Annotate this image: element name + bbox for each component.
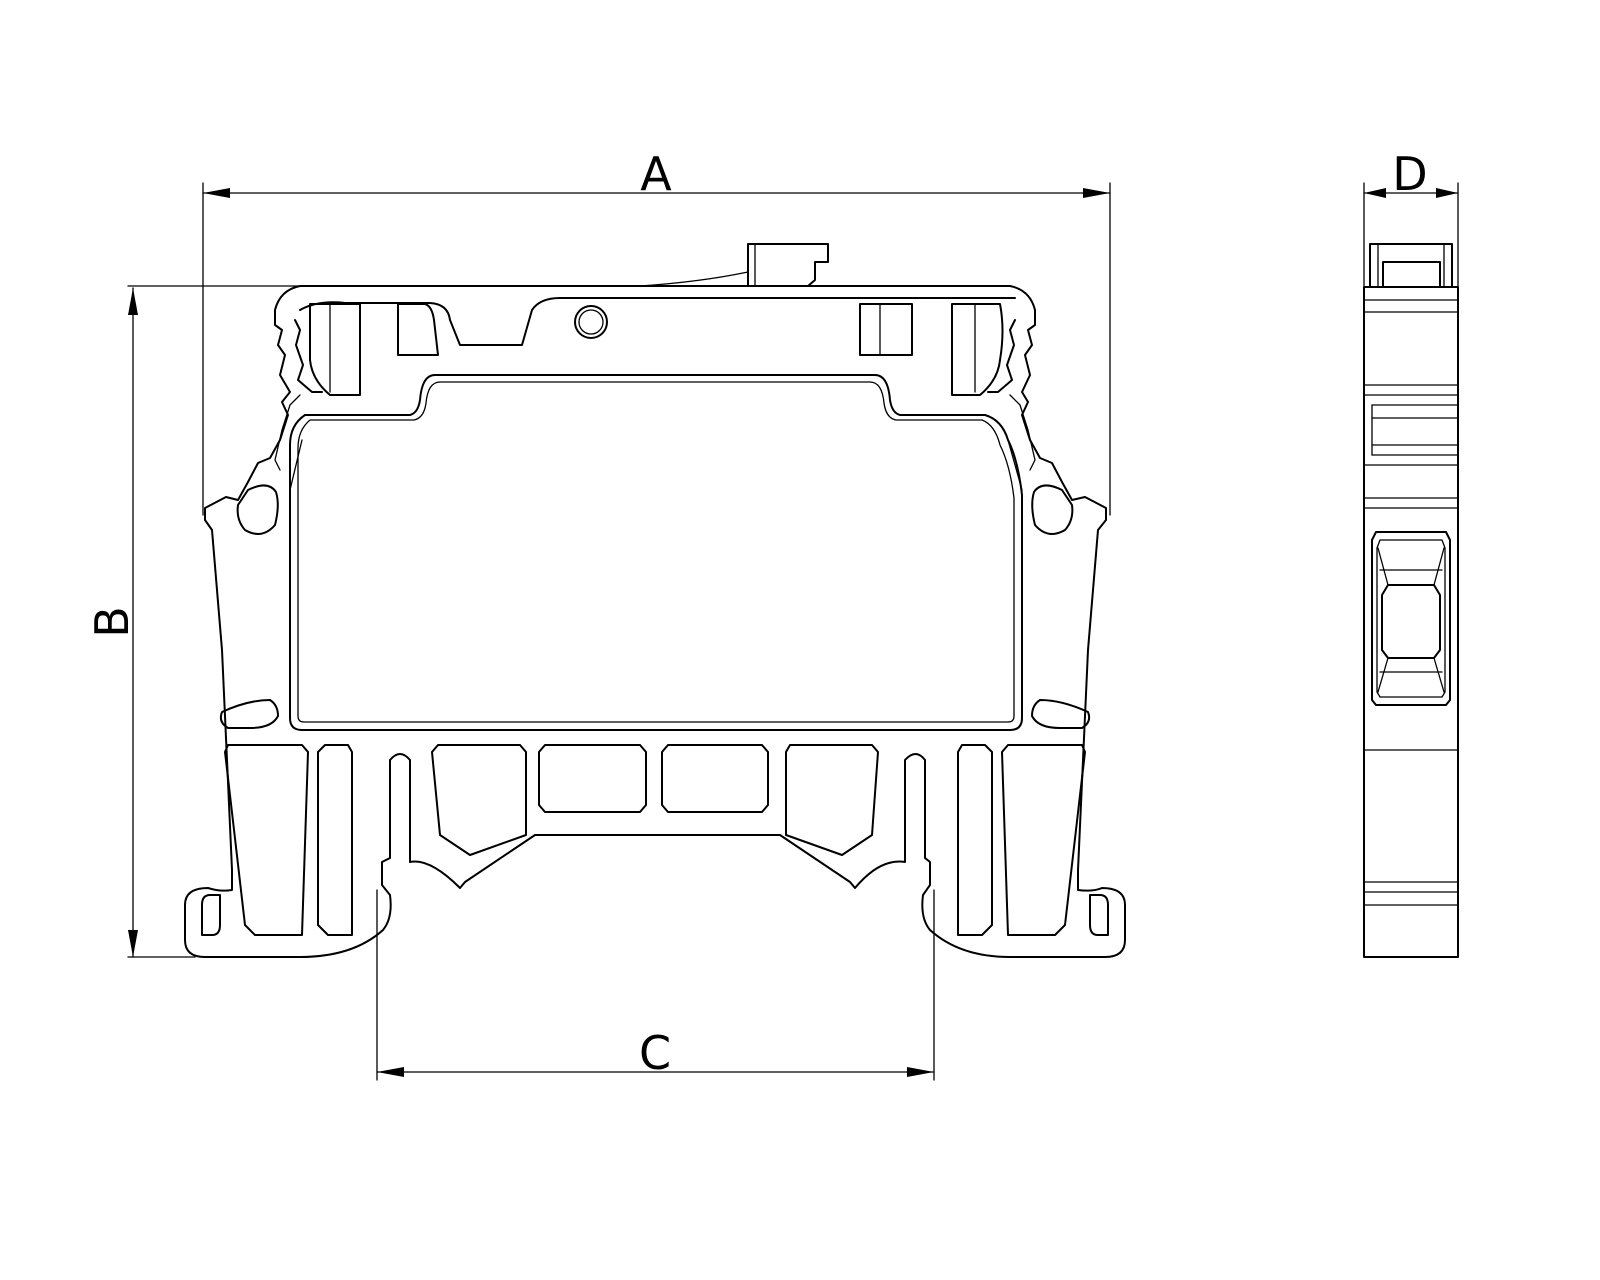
dimension-d-label: D	[1392, 147, 1427, 201]
dimension-d: D	[1363, 147, 1459, 291]
dimension-c-arrow-right	[907, 1067, 934, 1077]
right-upper-edge	[1009, 394, 1036, 471]
left-upper-edge	[274, 394, 301, 471]
side-oval-left-lower	[219, 699, 279, 729]
front-view	[184, 243, 1126, 958]
side-oval-right-upper	[1031, 484, 1074, 535]
release-tab	[747, 243, 829, 287]
dimension-a-arrow-left	[203, 188, 230, 198]
cavity-bottom-3	[431, 744, 527, 856]
dimension-a-label: A	[640, 147, 672, 201]
dimension-b-arrow-top	[128, 288, 138, 315]
window-chamfer-right	[1007, 439, 1023, 491]
side-screw-lines	[1379, 569, 1443, 673]
foot-hook-right	[1089, 894, 1109, 936]
cavity-bottom-5	[661, 744, 769, 813]
dimension-d-arrow-left	[1364, 188, 1386, 198]
slot-top-1	[309, 303, 361, 396]
side-screw-chamfers	[1377, 547, 1445, 693]
dimension-c: C	[376, 889, 935, 1081]
right-clip-edge	[987, 319, 1016, 393]
cavity-bottom-4	[538, 744, 647, 813]
dimension-c-label: C	[639, 1026, 671, 1080]
side-oval-left-upper	[236, 484, 279, 535]
release-tab-slope	[639, 271, 749, 287]
cavity-bottom-7	[957, 744, 993, 936]
foot-hook-left	[201, 894, 221, 936]
body-outline	[184, 285, 1126, 958]
slot-top-2	[397, 303, 439, 356]
top-inner-edge	[299, 297, 1016, 346]
dimension-c-arrow-left	[377, 1067, 404, 1077]
dimension-b: B	[85, 285, 301, 958]
mounting-hole-inner	[578, 309, 604, 335]
left-clip-edge	[294, 319, 323, 393]
side-view	[1363, 243, 1459, 958]
side-screw-outer	[1371, 531, 1451, 706]
dimension-d-arrow-right	[1436, 188, 1458, 198]
dimension-b-label: B	[85, 606, 139, 638]
cavity-bottom-8	[1001, 744, 1086, 936]
marker-window	[289, 374, 1023, 731]
side-top-tab-window	[1382, 261, 1441, 288]
marker-window-inner	[297, 381, 1015, 723]
cavity-bottom-6	[785, 744, 879, 856]
mounting-hole	[574, 305, 608, 339]
side-screw-frame	[1376, 539, 1446, 698]
dimension-a: A	[202, 147, 1111, 516]
cavity-bottom-2	[317, 744, 353, 936]
window-chamfer-left	[289, 439, 303, 491]
dimension-b-arrow-bottom	[128, 930, 138, 957]
side-oval-right-lower	[1031, 699, 1091, 729]
slot-top-3	[859, 303, 913, 356]
side-screw-head	[1381, 584, 1441, 659]
side-body	[1363, 286, 1459, 958]
slot-top-4	[951, 303, 1004, 396]
dimension-a-arrow-right	[1083, 188, 1110, 198]
cavity-bottom-1	[224, 744, 309, 936]
